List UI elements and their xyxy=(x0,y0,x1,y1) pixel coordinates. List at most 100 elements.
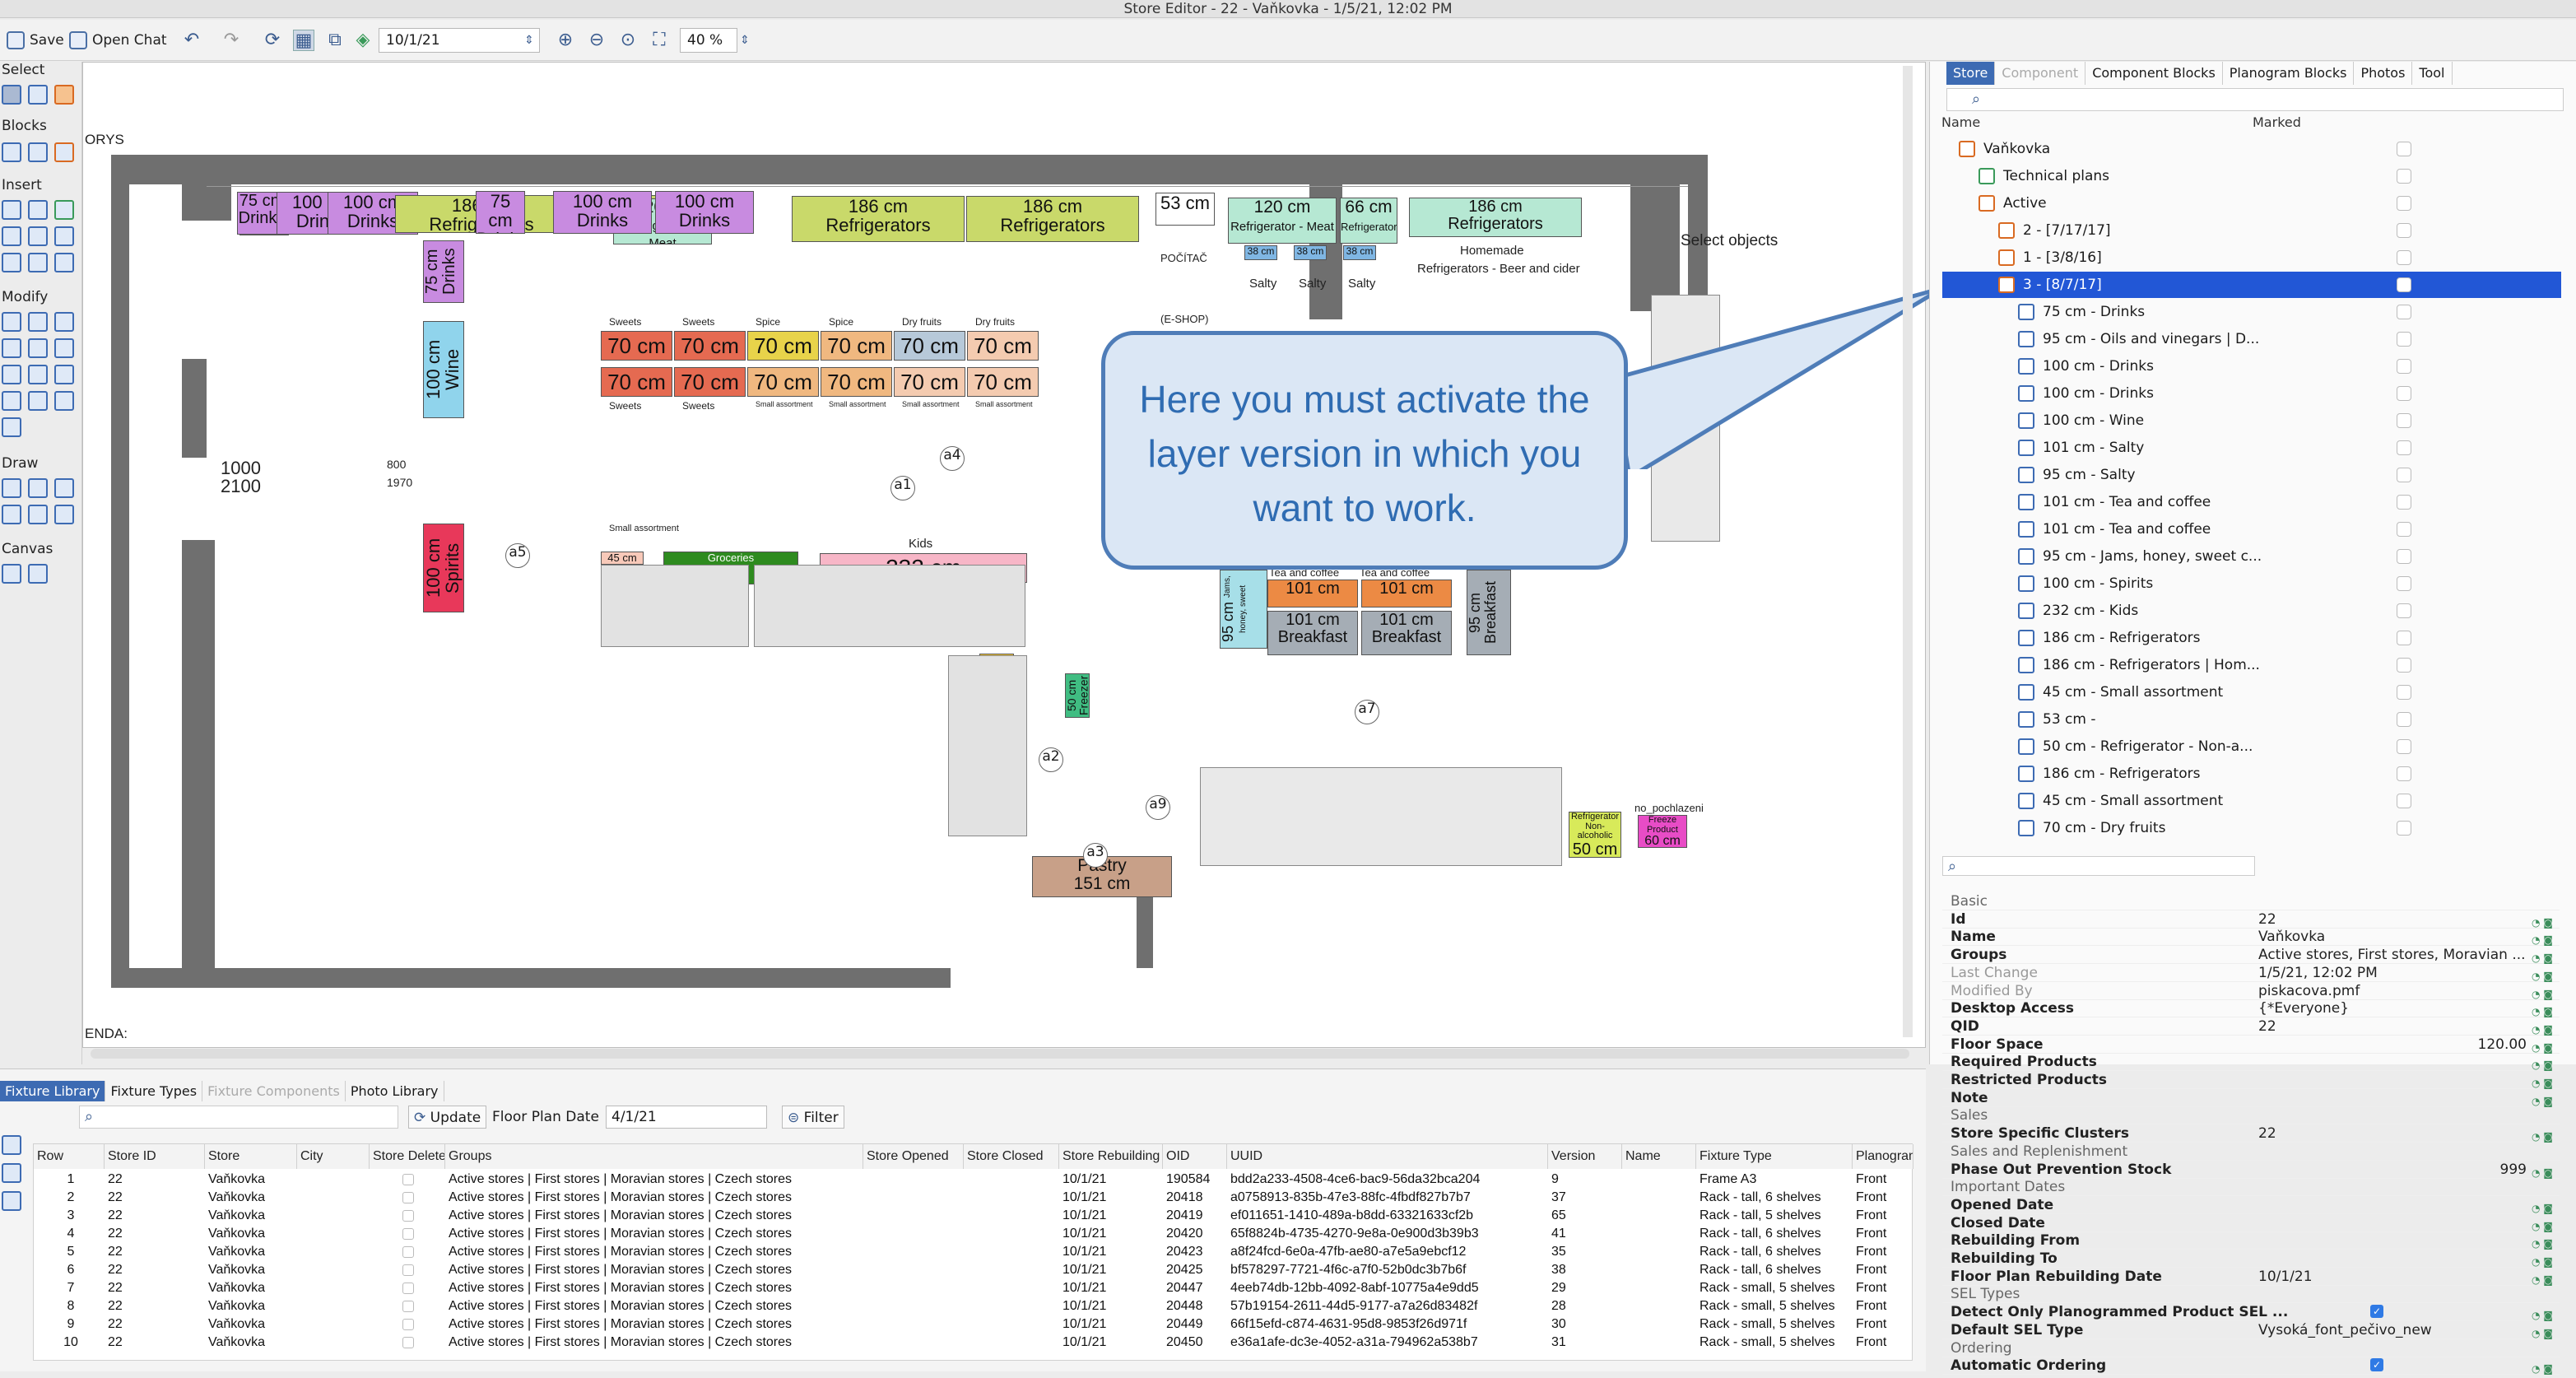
tree-item[interactable]: Technical plans xyxy=(1942,163,2561,189)
store-deleted-checkbox[interactable] xyxy=(402,1174,414,1185)
column-header[interactable]: OID xyxy=(1163,1144,1227,1169)
column-header[interactable]: Store Rebuilding xyxy=(1059,1144,1163,1169)
table-cell[interactable]: Vaňkovka xyxy=(208,1245,266,1259)
props-search-bar[interactable]: ⌕ xyxy=(1942,856,2255,876)
property-row[interactable]: Important Dates xyxy=(1942,1178,2560,1197)
table-cell[interactable]: Frame A3 xyxy=(1700,1172,1757,1186)
right-tab-photos[interactable]: Photos xyxy=(2354,62,2413,85)
right-tab-store[interactable]: Store xyxy=(1946,62,1996,85)
tree-item[interactable]: 101 cm - Tea and coffee xyxy=(1942,489,2561,515)
table-cell[interactable] xyxy=(1622,1315,1696,1334)
property-action-icon[interactable]: ◔ ◙ xyxy=(2532,1095,2553,1107)
table-cell[interactable] xyxy=(863,1297,964,1315)
table-cell[interactable] xyxy=(863,1279,964,1297)
table-cell[interactable] xyxy=(964,1189,1059,1207)
column-header[interactable]: Store Opened xyxy=(863,1144,964,1169)
table-cell[interactable]: Rack - small, 5 shelves xyxy=(1700,1335,1835,1349)
table-cell[interactable]: 10/1/21 xyxy=(1062,1227,1107,1241)
tree-item[interactable]: 100 cm - Drinks xyxy=(1942,380,2561,407)
table-cell[interactable]: Active stores | First stores | Moravian … xyxy=(449,1263,793,1277)
table-cell[interactable]: Vaňkovka xyxy=(208,1190,266,1204)
property-row[interactable]: Rebuilding From◔ ◙ xyxy=(1942,1231,2560,1250)
filter-button[interactable]: ⊜ Filter xyxy=(782,1106,844,1129)
table-cell[interactable] xyxy=(964,1279,1059,1297)
insert-text-icon[interactable] xyxy=(54,200,74,220)
property-action-icon[interactable]: ◔ ◙ xyxy=(2532,970,2553,982)
table-cell[interactable]: 65 xyxy=(1551,1208,1566,1222)
tree-item[interactable]: 3 - [8/7/17] xyxy=(1942,272,2561,298)
tree-item[interactable]: 75 cm - Drinks xyxy=(1942,299,2561,325)
table-cell[interactable]: a8f24fcd-6e0a-47fb-ae80-a7e5a9ebcf12 xyxy=(1230,1245,1467,1259)
marked-checkbox[interactable] xyxy=(2397,196,2411,211)
align-right-icon[interactable] xyxy=(54,365,74,384)
property-action-icon[interactable]: ◔ ◙ xyxy=(2532,1273,2553,1286)
table-cell[interactable]: 9 xyxy=(67,1317,75,1331)
marked-checkbox[interactable] xyxy=(2397,468,2411,482)
draw-line-icon[interactable] xyxy=(2,478,21,498)
draw-rect-icon[interactable] xyxy=(28,505,48,524)
insert-camera-icon[interactable] xyxy=(2,226,21,246)
store-deleted-checkbox[interactable] xyxy=(402,1319,414,1330)
table-cell[interactable]: Active stores | First stores | Moravian … xyxy=(449,1245,793,1259)
tree-item[interactable]: 95 cm - Jams, honey, sweet c... xyxy=(1942,543,2561,570)
marked-checkbox[interactable] xyxy=(2397,277,2411,292)
property-row[interactable]: Desktop Access{*Everyone}◔ ◙ xyxy=(1942,999,2560,1018)
table-cell[interactable]: e36a1afe-dc3e-4052-a31a-794962a538b7 xyxy=(1230,1335,1478,1349)
block-icon-2[interactable] xyxy=(28,142,48,162)
marked-checkbox[interactable] xyxy=(2397,386,2411,401)
table-cell[interactable] xyxy=(1622,1334,1696,1352)
table-cell[interactable]: Rack - small, 5 shelves xyxy=(1700,1317,1835,1331)
insert-image-icon[interactable] xyxy=(54,226,74,246)
table-cell[interactable]: 10/1/21 xyxy=(1062,1281,1107,1295)
table-cell[interactable]: Rack - small, 5 shelves xyxy=(1700,1281,1835,1295)
table-cell[interactable]: 20447 xyxy=(1166,1281,1203,1295)
table-cell[interactable]: 20448 xyxy=(1166,1299,1203,1313)
table-cell[interactable] xyxy=(964,1334,1059,1352)
table-cell[interactable]: Vaňkovka xyxy=(208,1172,266,1186)
store-deleted-checkbox[interactable] xyxy=(402,1246,414,1258)
floor-plan-date-field[interactable]: 4/1/21 xyxy=(606,1106,767,1129)
property-action-icon[interactable]: ◔ ◙ xyxy=(2532,1310,2553,1322)
draw-curve-icon[interactable] xyxy=(54,478,74,498)
date-field[interactable]: 10/1/21 xyxy=(379,28,540,53)
property-row[interactable]: SEL Types xyxy=(1942,1285,2560,1304)
chart-icon[interactable] xyxy=(2,1191,21,1211)
table-cell[interactable]: bdd2a233-4508-4ce6-bac9-56da32bca204 xyxy=(1230,1172,1481,1186)
table-cell[interactable]: 35 xyxy=(1551,1245,1566,1259)
property-row[interactable]: Opened Date◔ ◙ xyxy=(1942,1196,2560,1214)
table-cell[interactable] xyxy=(297,1171,370,1189)
refresh-icon[interactable]: ⟳ xyxy=(264,30,281,50)
table-cell[interactable]: 22 xyxy=(108,1227,123,1241)
table-cell[interactable]: Active stores | First stores | Moravian … xyxy=(449,1190,793,1204)
right-tab-planogram-blocks[interactable]: Planogram Blocks xyxy=(2223,62,2355,85)
table-cell[interactable]: 4 xyxy=(67,1227,75,1241)
marked-checkbox[interactable] xyxy=(2397,603,2411,618)
column-header[interactable]: Store Closed xyxy=(964,1144,1059,1169)
canvas-horizontal-scrollbar[interactable] xyxy=(91,1049,1909,1059)
table-cell[interactable]: 22 xyxy=(108,1263,123,1277)
table-cell[interactable]: 20423 xyxy=(1166,1245,1203,1259)
marked-checkbox[interactable] xyxy=(2397,658,2411,673)
table-cell[interactable]: 41 xyxy=(1551,1227,1566,1241)
block-icon-3[interactable] xyxy=(54,142,74,162)
tree-item[interactable]: 95 cm - Oils and vinegars | D... xyxy=(1942,326,2561,352)
column-header[interactable]: Version xyxy=(1548,1144,1622,1169)
zoom-extent-icon[interactable]: ⛶ xyxy=(653,30,666,50)
array-icon[interactable] xyxy=(54,338,74,358)
property-action-icon[interactable]: ◔ ◙ xyxy=(2532,1327,2553,1339)
marked-checkbox[interactable] xyxy=(2397,332,2411,347)
table-cell[interactable]: Front xyxy=(1856,1281,1887,1295)
align-center-icon[interactable] xyxy=(28,365,48,384)
table-cell[interactable]: 8 xyxy=(67,1299,75,1313)
property-action-icon[interactable]: ◔ ◙ xyxy=(2532,934,2553,947)
table-cell[interactable]: Rack - tall, 6 shelves xyxy=(1700,1263,1821,1277)
table-cell[interactable]: Vaňkovka xyxy=(208,1317,266,1331)
tree-item[interactable]: 53 cm - xyxy=(1942,706,2561,733)
store-deleted-checkbox[interactable] xyxy=(402,1228,414,1240)
update-button[interactable]: ⟳ Update xyxy=(408,1106,487,1129)
table-cell[interactable]: 22 xyxy=(108,1317,123,1331)
table-cell[interactable]: Vaňkovka xyxy=(208,1208,266,1222)
